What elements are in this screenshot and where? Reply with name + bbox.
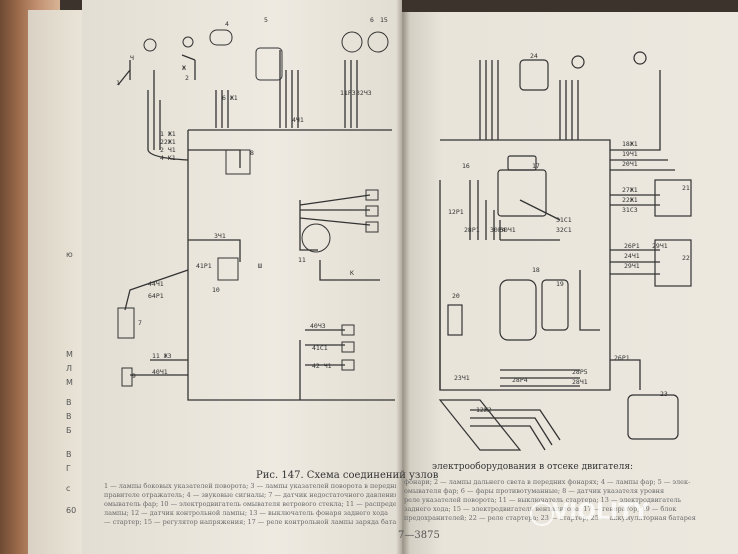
component-number: 15 (380, 16, 388, 24)
wire-label: 3Ч1 (214, 232, 226, 240)
wire-label: 28Р4 (512, 376, 528, 384)
margin-fragment: М (66, 378, 73, 387)
wire-label: 19Ч1 (622, 150, 638, 158)
component-number: 6 (370, 16, 374, 24)
left-caption-body: 1 — лампы боковых указателей поворота; 3… (104, 482, 396, 527)
component-number: 2 (185, 74, 189, 82)
caption-line: — стартер; 15 — регулятор напряжения; 17… (104, 518, 396, 526)
caption-line: фонари; 2 — лампы дальнего света в перед… (404, 478, 691, 486)
wire-label: 32С1 (556, 226, 572, 234)
wire-label: 31С3 (622, 206, 638, 214)
wire-label: 6 Ж1 (222, 94, 238, 102)
margin-fragment: ю (66, 250, 73, 259)
caption-line: лампы; 12 — датчик контрольной лампы; 13… (104, 509, 388, 517)
caption-line: 1 — лампы боковых указателей поворота; 3… (104, 482, 396, 490)
wire-label: 30Ч1 (500, 226, 516, 234)
wire-label: 26Р1 (614, 354, 630, 362)
book-gutter-shadow (396, 0, 410, 554)
wire-label: 4 К1 (160, 154, 176, 162)
component-number: 1 (116, 79, 120, 87)
page-number: 7—3875 (398, 530, 440, 541)
component-number: 19 (556, 280, 564, 288)
wire-label: 22Ж1 (160, 138, 176, 146)
component-number: 11 (298, 256, 306, 264)
wire-label: 22Ж1 (622, 196, 638, 204)
wire-label: 1 Ж1 (160, 130, 176, 138)
figure-caption-title: Рис. 147. Схема соединений узлов (256, 470, 439, 481)
under-page-stack (28, 10, 88, 554)
component-number: 24 (530, 52, 538, 60)
margin-fragment: Г (66, 464, 71, 473)
component-number: 4 (225, 20, 229, 28)
component-number: 22 (682, 254, 690, 262)
caption-line: правителе отражатель; 4 — звуковые сигна… (104, 491, 396, 499)
component-number: 21 (682, 184, 690, 192)
wire-label: 11Р3 (340, 89, 356, 97)
component-number: 9 (132, 372, 136, 380)
wire-label: 12Р1 (448, 208, 464, 216)
wire-label: 27Ж1 (622, 186, 638, 194)
caption-line: реле указателей поворота; 11 — выключате… (404, 496, 682, 504)
left-page (82, 0, 402, 554)
component-number: 5 (264, 16, 268, 24)
component-number: 16 (462, 162, 470, 170)
wire-label: 41Р1 (196, 262, 212, 270)
wire-label: 20Ч1 (622, 160, 638, 168)
wire-label: 30Р4 (490, 226, 506, 234)
component-number: 18 (532, 266, 540, 274)
wire-label: 31С1 (556, 216, 572, 224)
wire-label: Ч (130, 54, 134, 62)
watermark-logo-icon (530, 502, 554, 526)
wire-label: 24Ч1 (624, 252, 640, 260)
margin-fragment: Б (66, 426, 72, 435)
margin-fragment: В (66, 412, 72, 421)
margin-fragment: В (66, 450, 72, 459)
margin-fragment: В (66, 398, 72, 407)
wire-label: Ж (182, 64, 186, 72)
margin-fragment: с (66, 484, 71, 493)
wire-label: 40Ч1 (152, 368, 168, 376)
wire-label: 29Ч1 (624, 262, 640, 270)
wire-label: 23Ч1 (454, 374, 470, 382)
component-number: 20 (452, 292, 460, 300)
component-number: 7 (138, 319, 142, 327)
wire-label: 42 Ч1 (312, 362, 332, 370)
wire-label: 11 Ж3 (152, 352, 172, 360)
figure-caption-continuation: электрооборудования в отсеке двигателя: (432, 462, 634, 472)
wire-label: 40Ч3 (310, 322, 326, 330)
wire-label: 18Ж1 (622, 140, 638, 148)
wire-label: 32Ч3 (356, 89, 372, 97)
right-page (402, 12, 738, 554)
wire-label: 26Р1 (624, 242, 640, 250)
margin-fragment: Л (66, 364, 73, 373)
watermark: VIOLITY (552, 500, 650, 525)
margin-fragment: М (66, 350, 73, 359)
component-number: 23 (660, 390, 668, 398)
wire-label: 64Р1 (148, 292, 164, 300)
component-number: 10 (212, 286, 220, 294)
caption-line: омыватель фар; 10 — электродвигатель омы… (104, 500, 396, 508)
wire-label: 4Ч1 (292, 116, 304, 124)
wire-label: 28Р5 (572, 368, 588, 376)
wire-label: К (350, 269, 354, 277)
wire-label: 28Р1 (464, 226, 480, 234)
wire-label: 29Ч1 (652, 242, 668, 250)
wire-label: 12Ж2 (476, 406, 492, 414)
wire-label: 41С1 (312, 344, 328, 352)
margin-fragment: 60 (66, 506, 77, 515)
wire-label: 2 Ч1 (160, 146, 176, 154)
wire-label: 28Ч1 (572, 378, 588, 386)
component-number: 17 (532, 162, 540, 170)
wire-label: 44Ч1 (148, 280, 164, 288)
caption-line: омывателя фар; 6 — фары противотуманные;… (404, 487, 665, 495)
wire-label: Ш (258, 262, 262, 270)
component-number: 8 (250, 149, 254, 157)
